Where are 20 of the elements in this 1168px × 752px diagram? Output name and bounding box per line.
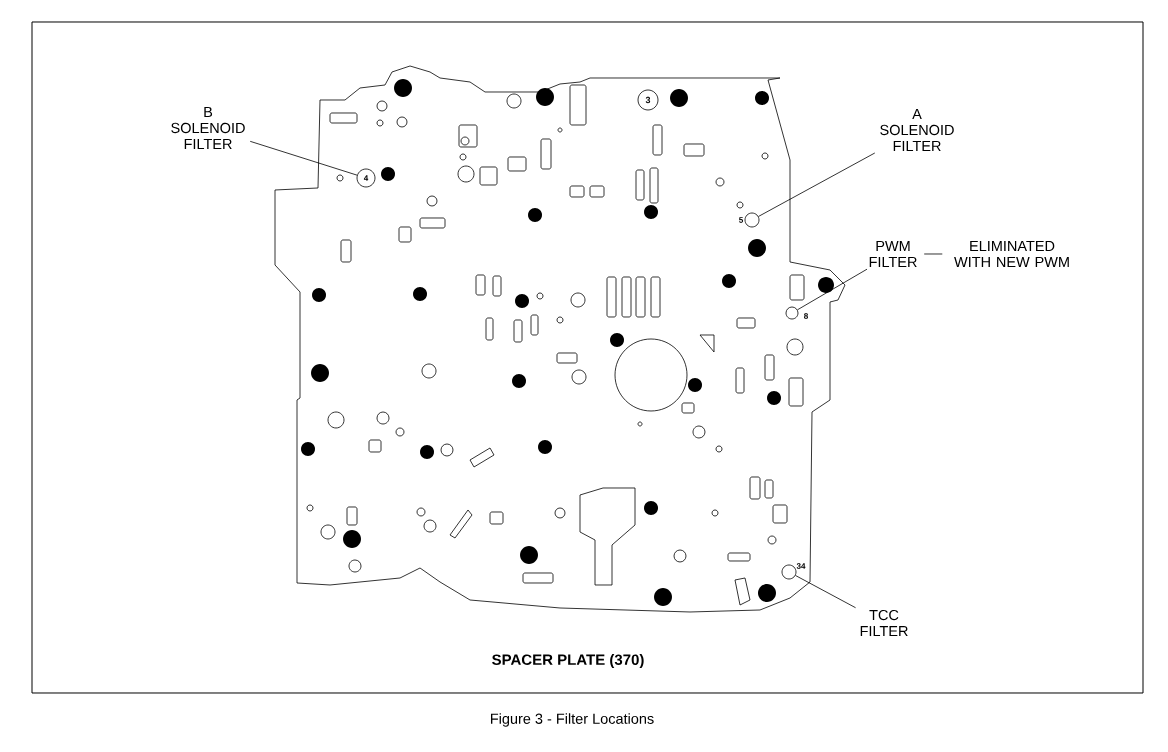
leader-line	[797, 268, 868, 311]
callout-label: TCC FILTER	[860, 609, 908, 637]
filter-hole	[785, 306, 799, 320]
filter-hole	[781, 564, 797, 580]
caption: Figure 3 - Filter Locations	[491, 713, 654, 727]
numbered-hole: 4	[356, 168, 376, 188]
leader-line	[795, 575, 856, 609]
callout-number: 8	[804, 313, 808, 319]
callout-label: A SOLENOID FILTER	[880, 109, 954, 151]
leader-line	[249, 140, 358, 176]
callout-number: 34	[796, 563, 806, 569]
filter-hole	[744, 212, 760, 228]
callout-label: PWM FILTER	[869, 241, 917, 267]
title: SPACER PLATE (370)	[492, 654, 644, 668]
leader-line	[758, 152, 876, 217]
callout-number: 5	[739, 217, 743, 223]
numbered-hole: 3	[637, 89, 659, 111]
leader-line	[923, 253, 943, 255]
callout-label: B SOLENOID FILTER	[171, 107, 245, 149]
callout-label: ELIMINATED WITH NEW PWM	[954, 241, 1069, 267]
